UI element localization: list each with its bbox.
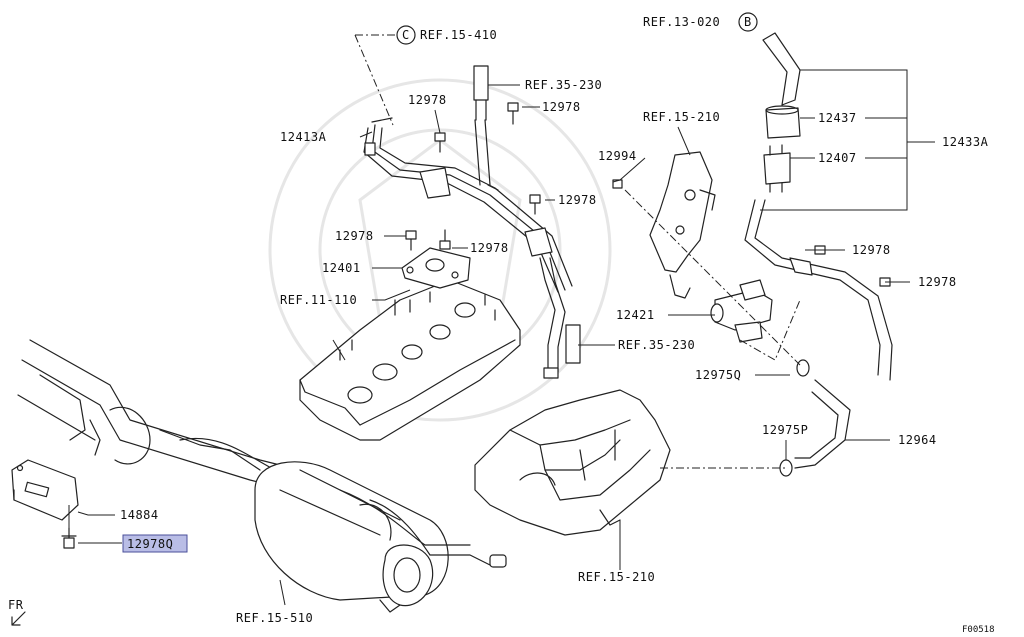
highlight-box <box>122 534 188 553</box>
bracket-ref-15-210 <box>649 151 716 299</box>
part-12421: 12421 <box>616 308 655 322</box>
bolts <box>405 102 891 287</box>
part-14884: 14884 <box>120 508 159 522</box>
hose-set-12433a <box>744 32 893 381</box>
part-12978-e: 12978 <box>470 241 509 255</box>
ref-15-510-label: REF.15-510 <box>236 611 313 625</box>
part-12975p: 12975P <box>762 423 808 437</box>
ref-15-210-top-label: REF.15-210 <box>643 110 720 124</box>
part-12978-d: 12978 <box>335 229 374 243</box>
leader-lines <box>68 34 935 606</box>
ref-35-230-mid-label: REF.35-230 <box>618 338 695 352</box>
ref-11-110-label: REF.11-110 <box>280 293 357 307</box>
ref-15-210-bottom-label: REF.15-210 <box>578 570 655 584</box>
pipe-12413a <box>363 65 581 379</box>
solenoid-12421 <box>710 279 773 343</box>
part-12978-a: 12978 <box>408 93 447 107</box>
part-12978-f: 12978 <box>852 243 891 257</box>
part-12978-g: 12978 <box>918 275 957 289</box>
circle-marker-b <box>738 12 758 32</box>
bracket-12401 <box>401 247 471 289</box>
hose-12964 <box>779 359 851 477</box>
ref-13-020-label: REF.13-020 <box>643 15 720 29</box>
part-12413a: 12413A <box>280 130 327 144</box>
part-12978-b: 12978 <box>542 100 581 114</box>
part-12978-c: 12978 <box>558 193 597 207</box>
front-label: FR <box>8 598 24 612</box>
front-arrow-icon <box>11 611 26 626</box>
circle-letter-c: C <box>402 28 410 42</box>
part-12994: 12994 <box>598 149 637 163</box>
circle-letter-b: B <box>744 15 752 29</box>
ref-15-410-label: REF.15-410 <box>420 28 497 42</box>
part-12975q: 12975Q <box>695 368 741 382</box>
part-12978q: 12978Q <box>127 537 173 551</box>
intake-manifold <box>474 389 671 536</box>
figure-code: F00518 <box>962 625 995 635</box>
exhaust-assembly <box>17 339 507 613</box>
part-12964: 12964 <box>898 433 937 447</box>
ref-35-230-top-label: REF.35-230 <box>525 78 602 92</box>
part-12401: 12401 <box>322 261 361 275</box>
heat-shield-14884 <box>11 459 79 549</box>
circle-marker-c <box>396 25 416 45</box>
part-12433a: 12433A <box>942 135 989 149</box>
part-12437: 12437 <box>818 111 857 125</box>
part-12407: 12407 <box>818 151 857 165</box>
rocker-cover <box>299 279 521 441</box>
